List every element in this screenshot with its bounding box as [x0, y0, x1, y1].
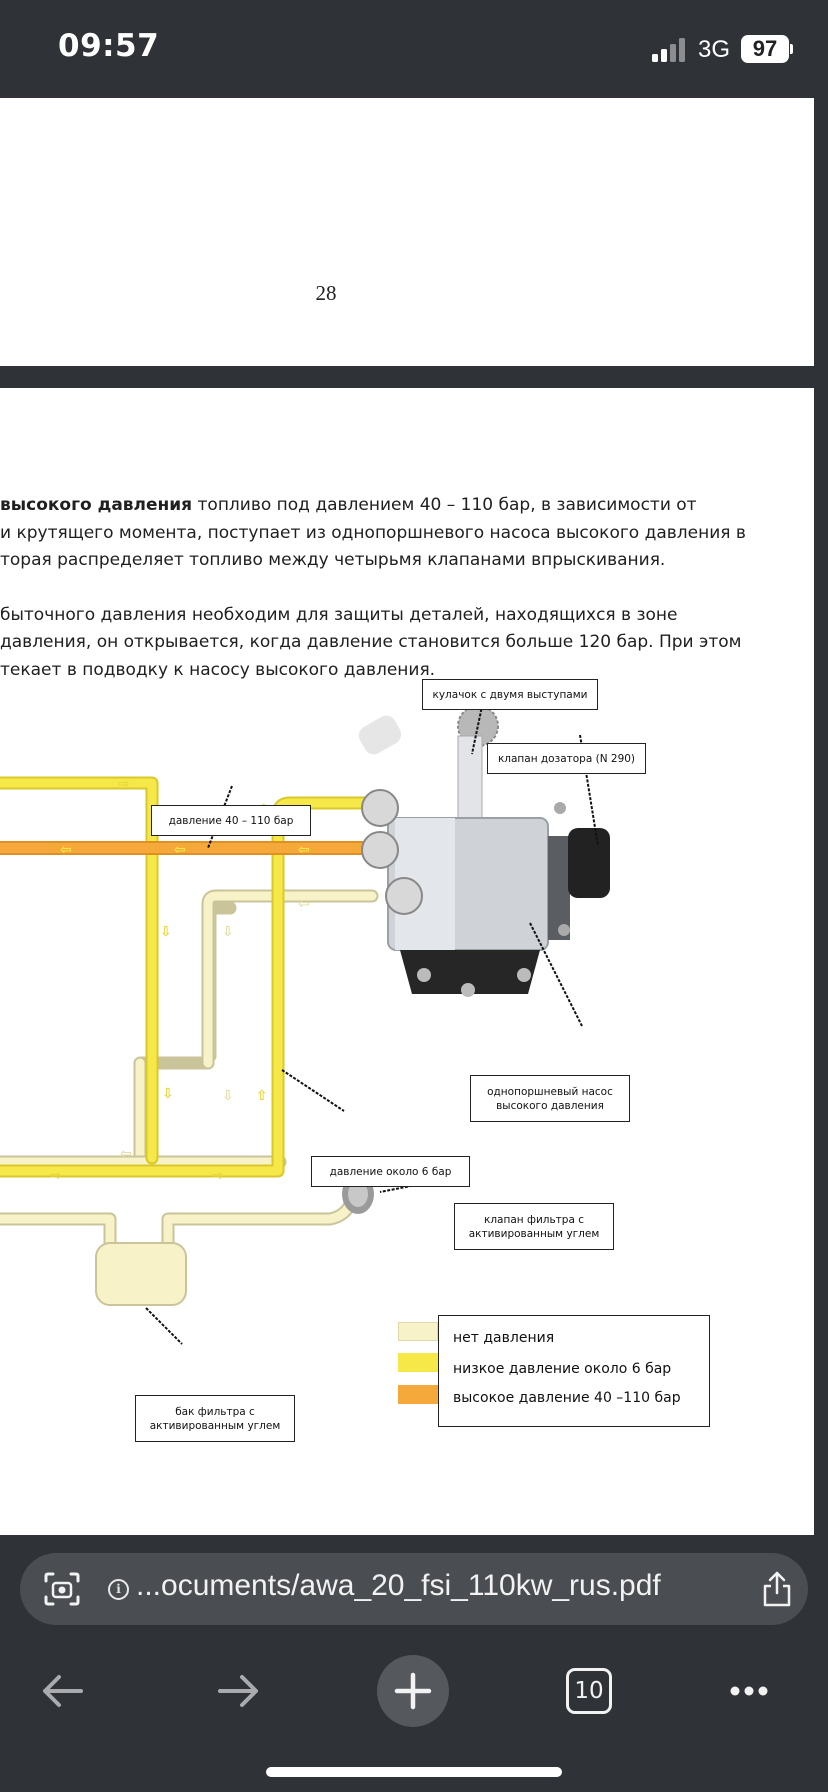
flow-arrow: ⇧: [256, 1088, 268, 1104]
home-indicator: [266, 1767, 562, 1777]
legend-item-high-pressure: высокое давление 40 –110 бар: [453, 1390, 681, 1406]
callout-text: активированным углем: [149, 1419, 281, 1432]
network-type: 3G: [698, 36, 731, 63]
paragraph-relief-valve: быточного давления необходим для защиты …: [0, 602, 814, 685]
page-separator: [0, 366, 814, 388]
back-arrow-icon[interactable]: [27, 1655, 99, 1727]
vent-line: [0, 1197, 357, 1255]
more-menu-icon[interactable]: [713, 1655, 785, 1727]
flow-arrow: ⇩: [162, 1086, 174, 1102]
high-pressure-pump: [358, 705, 610, 997]
callout-text: кулачок с двумя выступами: [432, 688, 588, 701]
pdf-page-previous: 28: [0, 98, 814, 366]
battery-level: 97: [752, 36, 778, 61]
callout-text: давление 40 – 110 бар: [168, 814, 294, 827]
address-bar[interactable]: i ...ocuments/awa_20_fsi_110kw_rus.pdf: [20, 1553, 808, 1625]
text-line: быточного давления необходим для защиты …: [0, 604, 678, 625]
callout-text: клапан фильтра с: [483, 1213, 585, 1226]
legend-swatch-low-pressure: [398, 1353, 438, 1372]
flow-arrow: ⇩: [160, 924, 172, 940]
callout-text: однопоршневый насос: [487, 1085, 613, 1098]
text-span: топливо под давлением 40 – 110 бар, в за…: [192, 495, 697, 515]
callout-text: активированным углем: [468, 1227, 600, 1240]
pdf-page-current[interactable]: высокого давления топливо под давлением …: [0, 388, 814, 1535]
flow-arrow: ⇨: [212, 1168, 224, 1184]
callout-cam: кулачок с двумя выступами: [422, 679, 598, 710]
battery-tip: [790, 44, 793, 54]
signal-strength-icon: [652, 38, 688, 62]
callout-pressure-high: давление 40 – 110 бар: [151, 805, 311, 836]
callout-text: давление около 6 бар: [329, 1165, 452, 1178]
callout-text: клапан дозатора (N 290): [497, 752, 636, 765]
tabs-count-icon: 10: [566, 1668, 612, 1714]
page-tools-icon[interactable]: [42, 1571, 82, 1607]
site-info-icon[interactable]: i: [108, 1579, 129, 1600]
flow-arrow: ⇦: [120, 1146, 132, 1162]
charcoal-canister: [95, 1242, 187, 1306]
status-bar: 09:57 3G 97: [0, 0, 828, 98]
browser-toolbar: i ...ocuments/awa_20_fsi_110kw_rus.pdf 1…: [0, 1535, 828, 1792]
flow-arrow: ⇩: [222, 1088, 234, 1104]
text-line: и крутящего момента, поступает из однопо…: [0, 522, 746, 543]
text-line: текает в подводку к насосу высокого давл…: [0, 659, 436, 680]
legend-swatch-high-pressure: [398, 1385, 438, 1404]
legend-item-low-pressure: низкое давление около 6 бар: [453, 1361, 672, 1377]
text-line: высокого давления топливо под давлением …: [0, 495, 697, 515]
share-icon[interactable]: [760, 1569, 794, 1609]
new-tab-plus-icon[interactable]: [377, 1655, 449, 1727]
battery-icon: 97: [741, 35, 789, 63]
page-body-text: высокого давления топливо под давлением …: [0, 492, 814, 711]
flow-arrow: ⇦: [174, 842, 186, 858]
flow-arrow: ⇦: [298, 896, 310, 912]
return-line-no-pressure: [0, 901, 237, 1169]
callout-pressure-low: давление около 6 бар: [311, 1156, 470, 1187]
callout-metering-valve: клапан дозатора (N 290): [487, 743, 646, 774]
flow-arrow: ⇨: [50, 1168, 62, 1184]
flow-arrow: ⇨: [118, 776, 130, 792]
url-text[interactable]: ...ocuments/awa_20_fsi_110kw_rus.pdf: [136, 1569, 661, 1602]
flow-arrow: ⇩: [222, 924, 234, 940]
feed-line-low-pressure: [0, 776, 159, 1165]
bold-phrase: высокого давления: [0, 495, 193, 515]
flow-arrows: ⇨ ⇦ ⇦ ⇦ ⇧ ⇩ ⇩ ⇦ ⇩ ⇩ ⇧ ⇦ ⇨ ⇨: [50, 776, 310, 1184]
legend: нет давления низкое давление около 6 бар…: [438, 1315, 710, 1427]
tabs-button[interactable]: 10: [552, 1655, 624, 1727]
paragraph-high-pressure: высокого давления топливо под давлением …: [0, 492, 814, 575]
status-time: 09:57: [58, 28, 160, 64]
forward-arrow-icon[interactable]: [202, 1655, 274, 1727]
callout-text: высокого давления: [496, 1099, 604, 1112]
callout-text: бак фильтра с: [175, 1405, 255, 1418]
legend-item-no-pressure: нет давления: [453, 1330, 555, 1346]
page-number: 28: [315, 281, 337, 305]
text-line: торая распределяет топливо между четырьм…: [0, 550, 666, 570]
flow-arrow: ⇦: [60, 842, 72, 858]
text-line: давления, он открывается, когда давление…: [0, 632, 742, 652]
flow-arrow: ⇦: [298, 842, 310, 858]
navigation-bar: 10: [0, 1655, 828, 1745]
legend-swatch-no-pressure: [398, 1322, 438, 1341]
